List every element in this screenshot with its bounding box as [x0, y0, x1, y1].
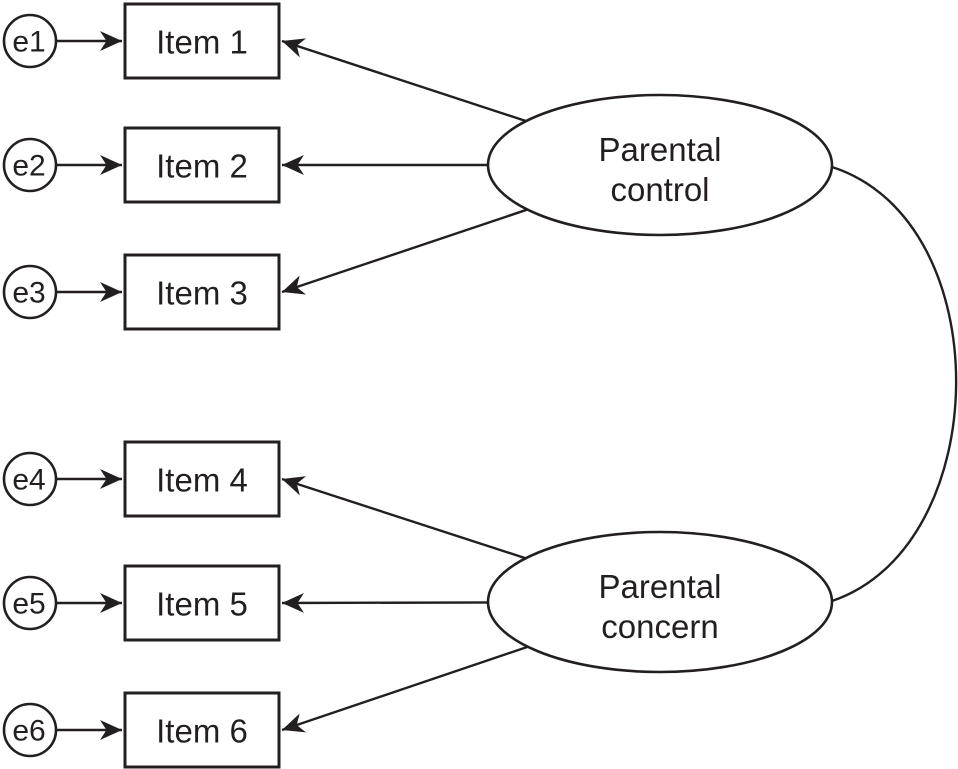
error-term-label: e4	[12, 464, 45, 497]
indicator-row-5: e5 Item 5	[2, 564, 281, 642]
item-label: Item 1	[156, 24, 248, 61]
error-term-label: e2	[12, 150, 45, 183]
indicator-row-2: e2 Item 2	[2, 126, 281, 204]
error-term-label: e6	[12, 715, 45, 748]
factor-ellipse	[486, 530, 834, 674]
indicator-row-6: e6 Item 6	[2, 691, 281, 769]
item-label: Item 3	[156, 275, 248, 312]
latent-factor-parental-control: Parental control	[486, 93, 834, 237]
error-term-label: e3	[12, 277, 45, 310]
factor-label-line1: Parental	[599, 568, 722, 605]
latent-factor-parental-concern: Parental concern	[486, 530, 834, 674]
indicator-row-3: e3 Item 3	[2, 253, 281, 331]
item-box	[123, 126, 281, 204]
error-term-label: e5	[12, 588, 45, 621]
covariance-curve	[831, 165, 958, 603]
indicator-row-4: e4 Item 4	[2, 440, 281, 518]
item-box	[123, 440, 281, 518]
item-box	[123, 253, 281, 331]
item-box	[123, 691, 281, 769]
indicator-row-1: e1 Item 1	[2, 2, 281, 80]
factor-label-line1: Parental	[599, 131, 722, 168]
item-box	[123, 564, 281, 642]
item-box	[123, 2, 281, 80]
factor-ellipse	[486, 93, 834, 237]
error-term-label: e1	[12, 26, 45, 59]
factor-label-line2: control	[610, 171, 709, 208]
factor-label-line2: concern	[601, 608, 718, 645]
item-label: Item 2	[156, 148, 248, 185]
item-label: Item 4	[156, 462, 248, 499]
item-label: Item 5	[156, 586, 248, 623]
item-label: Item 6	[156, 713, 248, 750]
